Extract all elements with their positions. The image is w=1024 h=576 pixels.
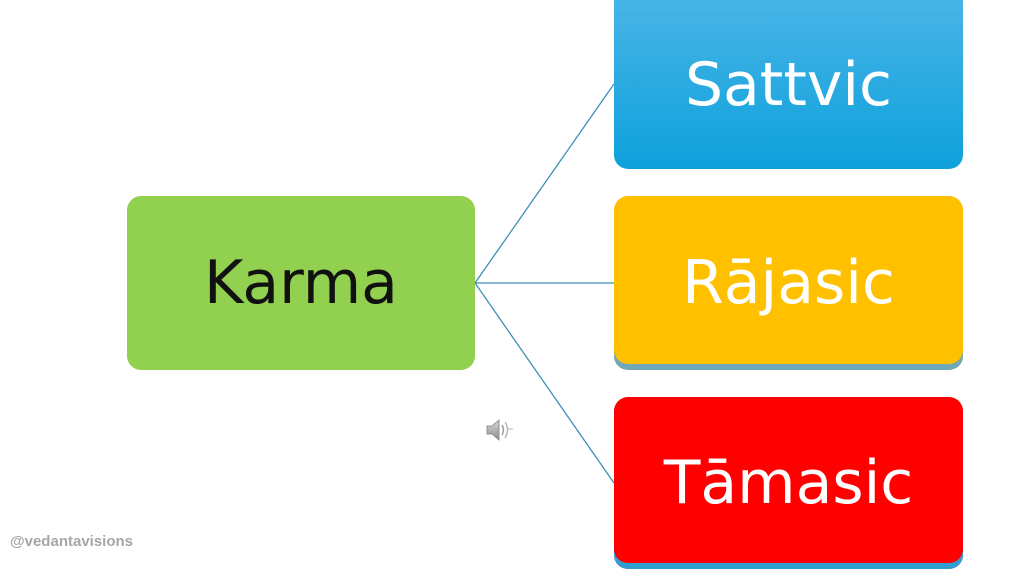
node-karma-label: Karma (204, 248, 398, 318)
watermark: @vedantavisions (10, 533, 134, 550)
connector-to-sattvic (474, 83, 615, 284)
node-sattvic-label: Sattvic (684, 49, 893, 120)
node-rajasic: Rājasic (614, 196, 963, 370)
node-tamasic: Tāmasic (614, 397, 963, 569)
node-rajasic-label: Rājasic (682, 248, 895, 318)
connector-to-tamasic (474, 282, 615, 484)
speaker-icon[interactable] (484, 416, 516, 444)
node-tamasic-label: Tāmasic (663, 448, 914, 518)
node-sattvic: Sattvic (614, 0, 963, 169)
node-karma: Karma (127, 196, 475, 370)
